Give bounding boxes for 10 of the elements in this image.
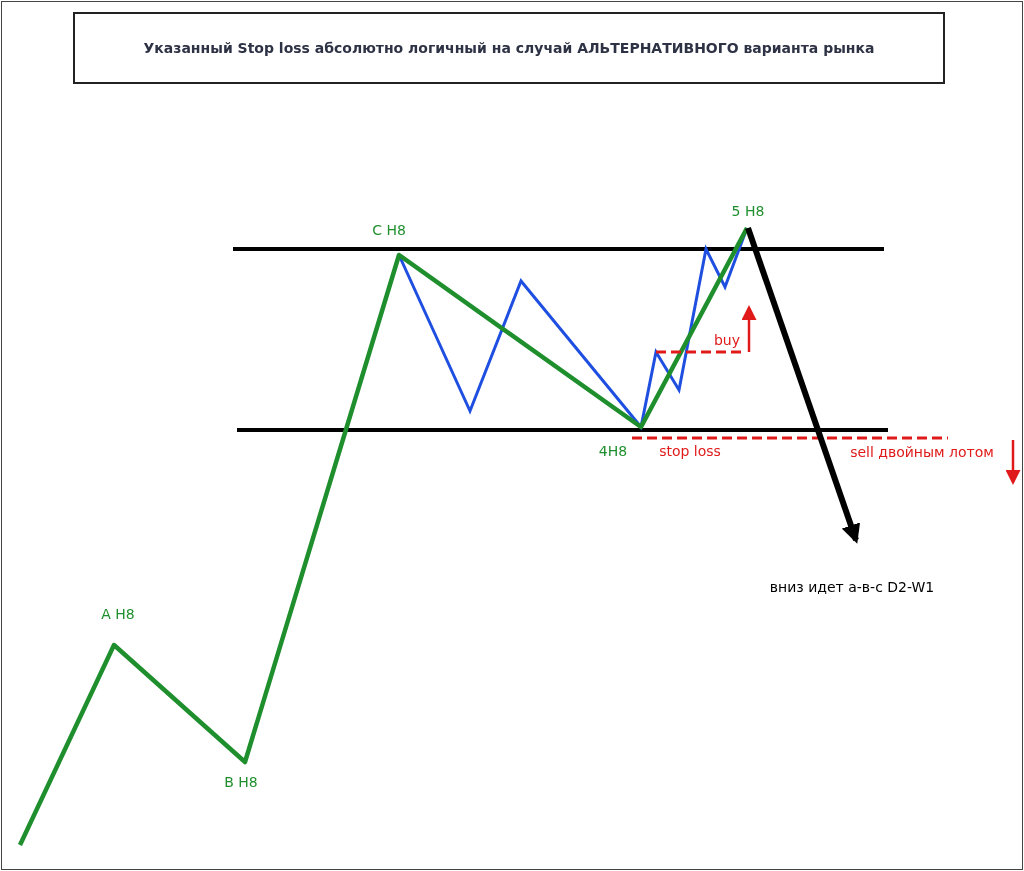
order-label: sell двойным лотом bbox=[850, 443, 994, 461]
order-label: buy bbox=[714, 331, 740, 349]
wave-label: A H8 bbox=[101, 605, 135, 623]
wave-label: 4H8 bbox=[598, 442, 628, 460]
order-label: stop loss bbox=[659, 442, 721, 460]
wave-label: 5 H8 bbox=[731, 202, 765, 220]
title-box: Указанный Stop loss абсолютно логичный на случай АЛЬТЕРНАТИВНОГО варианта рынка bbox=[73, 12, 945, 84]
wave-label: B H8 bbox=[224, 773, 258, 791]
annotation: вниз идет а-в-с D2-W1 bbox=[769, 578, 935, 596]
wave-label: C H8 bbox=[372, 221, 406, 239]
